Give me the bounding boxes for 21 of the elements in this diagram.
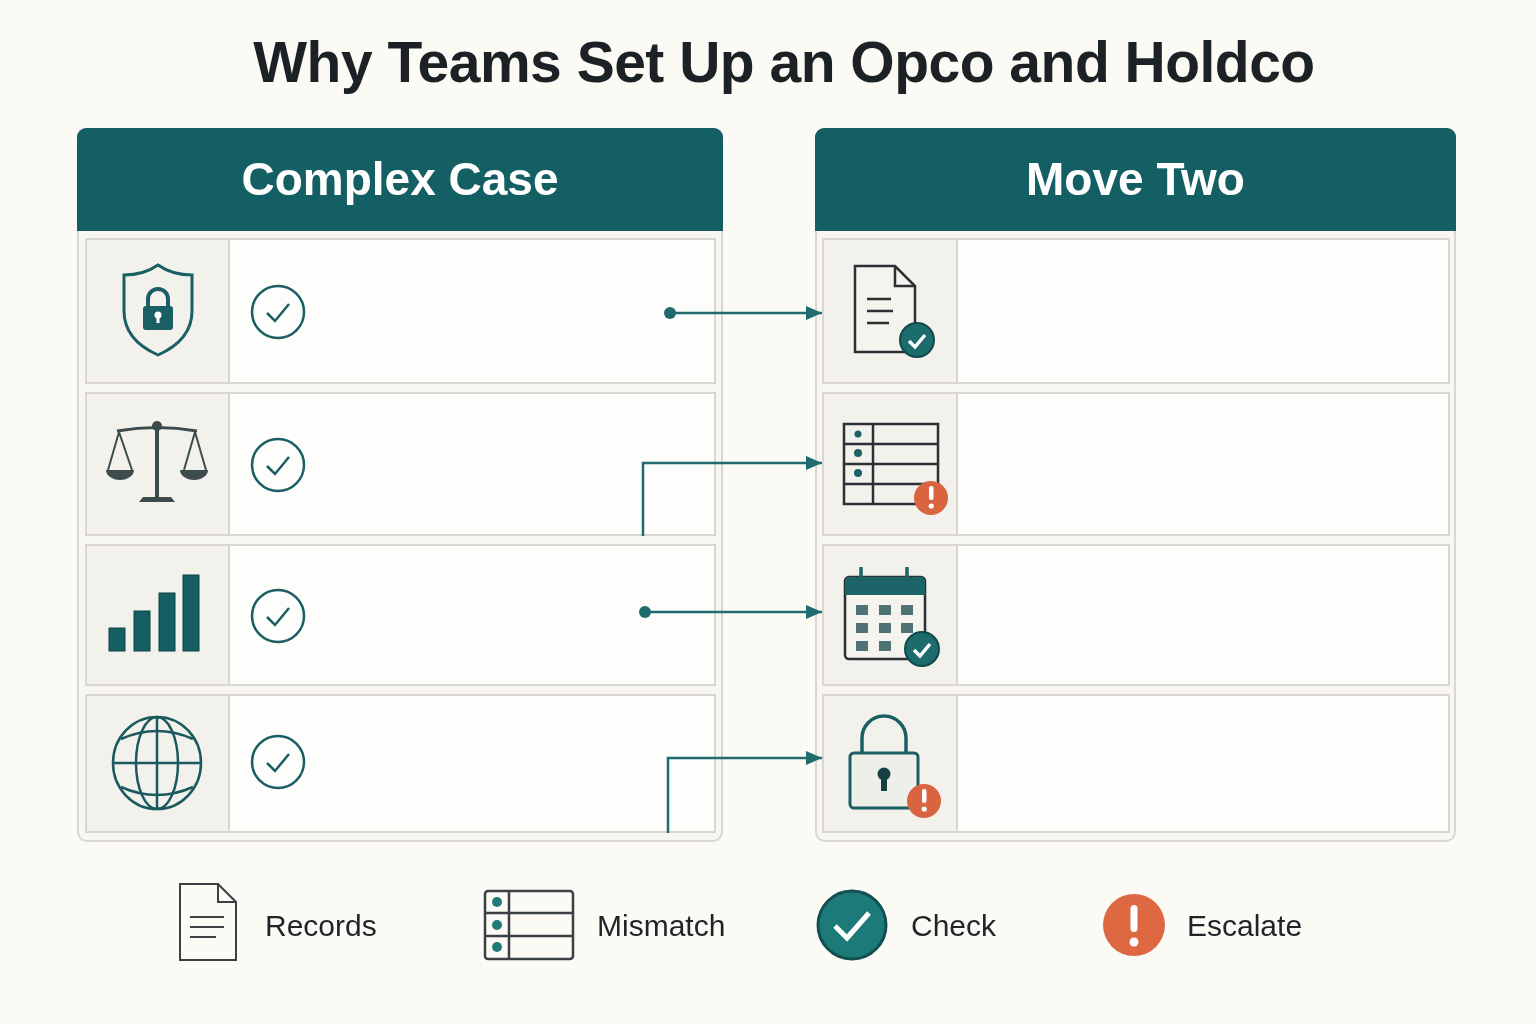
table-row	[822, 392, 1450, 536]
table-row	[85, 392, 716, 536]
panel-header: Move Two	[815, 128, 1456, 231]
legend-label: Mismatch	[597, 908, 726, 944]
panel-header: Complex Case	[77, 128, 723, 231]
arrow	[664, 306, 822, 320]
table-row	[85, 694, 716, 833]
diagram-title: Why Teams Set Up an Opco and Holdco	[252, 29, 1316, 96]
table-row	[85, 238, 716, 384]
panel	[77, 128, 723, 842]
legend-label: Escalate	[1187, 908, 1303, 944]
arrow	[641, 456, 822, 536]
arrow	[666, 751, 822, 833]
panel	[815, 128, 1456, 842]
arrow	[639, 605, 822, 619]
table-row	[85, 544, 716, 686]
legend-label: Records	[265, 908, 377, 944]
legend-label: Check	[911, 908, 997, 944]
table-row	[822, 238, 1450, 384]
table-row	[822, 544, 1450, 686]
table-row	[822, 694, 1450, 833]
